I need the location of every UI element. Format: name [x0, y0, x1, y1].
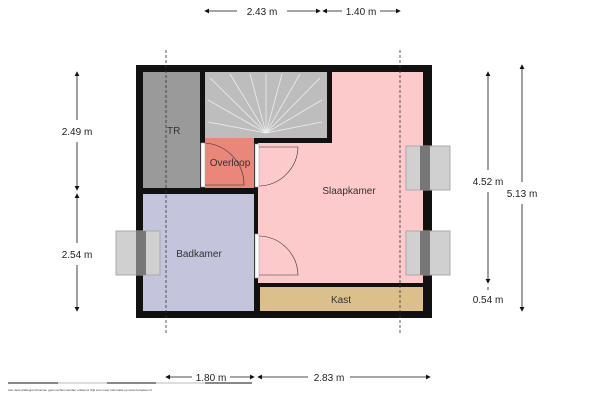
window-right-top — [405, 145, 451, 191]
window-left — [115, 230, 161, 276]
dim-right-total: 5.13 m — [507, 189, 538, 200]
label-overloop: Overloop — [210, 158, 251, 169]
room-tr — [143, 72, 200, 188]
dim-bottom-right: 2.83 m — [314, 373, 345, 384]
label-slaapkamer: Slaapkamer — [322, 186, 376, 197]
window-right-bottom — [405, 230, 451, 276]
dim-top-right: 1.40 m — [346, 7, 377, 18]
door-overloop[interactable] — [200, 142, 245, 188]
dim-bottom-left: 1.80 m — [196, 373, 227, 384]
room-slaapkamer — [258, 72, 423, 283]
dim-right-inner-top: 4.52 m — [473, 177, 504, 188]
dim-left-bottom: 2.54 m — [62, 250, 93, 261]
dim-top-left: 2.43 m — [247, 7, 278, 18]
door-slaapkamer[interactable] — [254, 143, 299, 188]
room-badkamer — [143, 194, 254, 311]
label-tr: TR — [167, 126, 180, 137]
dim-left-top: 2.49 m — [62, 127, 93, 138]
stairs-icon — [207, 73, 323, 134]
footer-disclaimer: Aan deze plattegrond kunnen geen rechten… — [8, 388, 152, 392]
room-kast — [260, 287, 423, 311]
room-overloop — [205, 138, 254, 188]
dim-right-inner-bottom: 0.54 m — [473, 295, 504, 306]
label-kast: Kast — [331, 295, 351, 306]
door-badkamer[interactable] — [254, 233, 299, 279]
label-badkamer: Badkamer — [176, 249, 222, 260]
